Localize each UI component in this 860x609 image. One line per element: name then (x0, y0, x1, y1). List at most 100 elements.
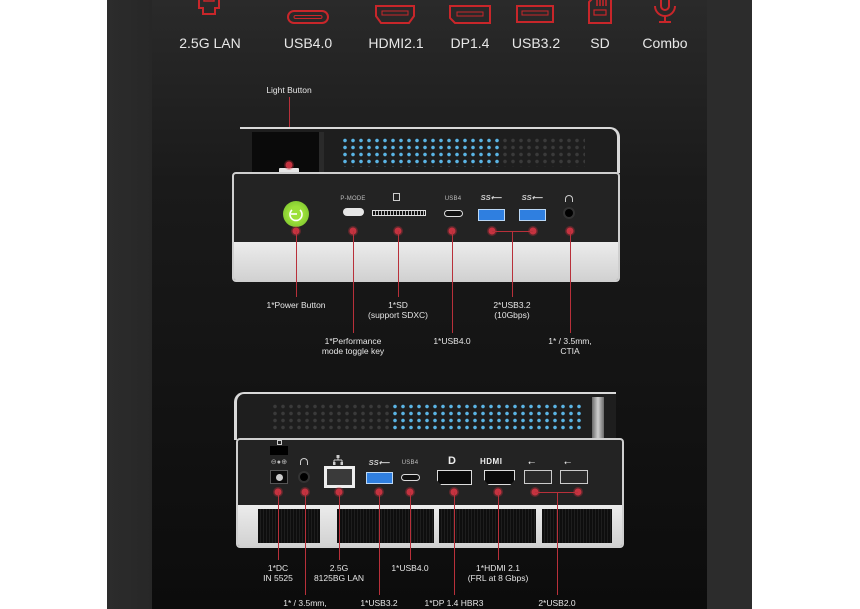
legend-label-hdmi: HDMI2.1 (368, 35, 424, 51)
lock-icon (277, 440, 282, 445)
light-button[interactable] (279, 168, 299, 173)
rear-usb32-label: 1*USB3.2 (360, 598, 398, 608)
ethernet-port-icon (197, 0, 221, 16)
usb32-leader (512, 231, 513, 297)
lan-port[interactable] (324, 466, 355, 488)
dc-pin (276, 474, 283, 481)
legend-label-usb4: USB4.0 (283, 35, 333, 51)
usb-trident-icon-2: ⭠ (564, 457, 572, 467)
usb32-marking-2: SS⟵ (521, 193, 543, 202)
usb20-dot-2 (574, 488, 582, 496)
displayport-port[interactable] (437, 470, 472, 485)
power-icon (289, 209, 303, 222)
power-button-label: 1*Power Button (266, 300, 326, 310)
pmode-marking: P-MODE (340, 196, 366, 202)
usb-trident-icon-1: ⭠ (528, 457, 536, 467)
dc-label-2: IN 5525 (263, 573, 293, 583)
kensington-slot[interactable] (270, 446, 288, 455)
headphone-icon (565, 195, 573, 202)
performance-label-1: 1*Performance (324, 336, 382, 346)
rear-usb4-port[interactable] (401, 474, 420, 481)
usb4-marking: USB4 (444, 196, 462, 202)
rear-usb32-marking: SS⟵ (368, 458, 390, 467)
front-audio-jack[interactable] (563, 207, 575, 219)
rear-audio-label: 1* / 3.5mm, (283, 598, 327, 608)
front-usb32-port-2[interactable] (519, 209, 546, 221)
rear-side-pillar (592, 397, 604, 439)
rear-grille-4 (542, 509, 612, 543)
product-infographic-panel (107, 0, 752, 609)
rear-headphone-icon (300, 458, 308, 465)
power-button[interactable] (283, 201, 309, 227)
usb32-dot-2 (529, 227, 537, 235)
usb20-label: 2*USB2.0 (538, 598, 576, 608)
front-usb4-port[interactable] (444, 210, 463, 217)
rear-usb4-marking: USB4 (401, 460, 419, 466)
audio-leader (570, 231, 571, 333)
rear-usb4-leader (410, 492, 411, 560)
rear-led-vent (391, 403, 583, 431)
dc-in-port[interactable] (270, 470, 288, 484)
hdmi-port-icon (375, 5, 415, 25)
legend-label-sd: SD (590, 35, 610, 51)
usb32-label-2: (10Gbps) (494, 310, 530, 320)
legend-label-lan: 2.5G LAN (179, 35, 241, 51)
rear-audio-leader (305, 492, 306, 595)
front-usb32-port-1[interactable] (478, 209, 505, 221)
lan-label-1: 2.5G (329, 563, 349, 573)
sd-label-2: (support SDXC) (368, 310, 428, 320)
audio-label-1: 1* / 3.5mm, (548, 336, 592, 346)
usb20-connector (535, 492, 578, 493)
dp-leader (454, 492, 455, 595)
rear-vent-dark (271, 403, 391, 431)
rear-grille-3 (439, 509, 536, 543)
displayport-icon (449, 5, 491, 25)
hdmi-port[interactable] (484, 470, 515, 485)
network-icon (333, 452, 343, 465)
legend-label-usb32: USB3.2 (511, 35, 561, 51)
front-led-vent-dark (501, 137, 585, 167)
rear-grille-2 (337, 509, 434, 543)
sd-leader (398, 231, 399, 297)
usb-c-port-icon (287, 10, 329, 24)
lan-port-socket (327, 469, 352, 485)
pmode-leader (353, 231, 354, 333)
lan-leader (339, 492, 340, 560)
front-led-vent (341, 137, 501, 167)
performance-label-2: mode toggle key (321, 346, 385, 356)
rear-audio-jack[interactable] (298, 471, 310, 483)
power-leader (296, 231, 297, 297)
usb32-marking-1: SS⟵ (480, 193, 502, 202)
front-silver-base (234, 242, 618, 280)
light-button-dot (285, 161, 293, 169)
audio-label-2: CTIA (560, 346, 580, 356)
usb-a-port-icon (516, 5, 554, 23)
rear-usb20-port-1[interactable] (524, 470, 552, 484)
usb20-leader (557, 492, 558, 595)
lan-label-2: 8125BG LAN (313, 573, 365, 583)
rear-usb32-leader (379, 492, 380, 595)
hdmi-label-1: 1*HDMI 2.1 (476, 563, 520, 573)
hdmi-label-2: (FRL at 8 Gbps) (467, 573, 529, 583)
rear-grille-1 (258, 509, 320, 543)
sd-card-slot[interactable] (372, 210, 426, 216)
hdmi-leader (498, 492, 499, 560)
dc-label-1: 1*DC (267, 563, 289, 573)
sd-marking-icon (393, 193, 400, 201)
light-button-label: Light Button (266, 85, 312, 95)
dp-label: 1*DP 1.4 HBR3 (424, 598, 484, 608)
pmode-toggle-key[interactable] (343, 208, 364, 216)
hdmi-logo-icon: HDMI (480, 457, 503, 466)
legend-label-combo: Combo (642, 35, 688, 51)
dc-leader (278, 492, 279, 560)
legend-label-dp: DP1.4 (450, 35, 490, 51)
rear-usb32-port[interactable] (366, 472, 393, 484)
rear-usb4-label: 1*USB4.0 (391, 563, 429, 573)
dc-polarity-marking: ⊖●⊕ (270, 459, 288, 466)
front-usb4-label: 1*USB4.0 (433, 336, 471, 346)
dp-logo-icon: D (448, 455, 456, 467)
sd-label-1: 1*SD (388, 300, 408, 310)
sd-card-icon (588, 0, 612, 24)
usb4-leader (452, 231, 453, 333)
rear-usb20-port-2[interactable] (560, 470, 588, 484)
